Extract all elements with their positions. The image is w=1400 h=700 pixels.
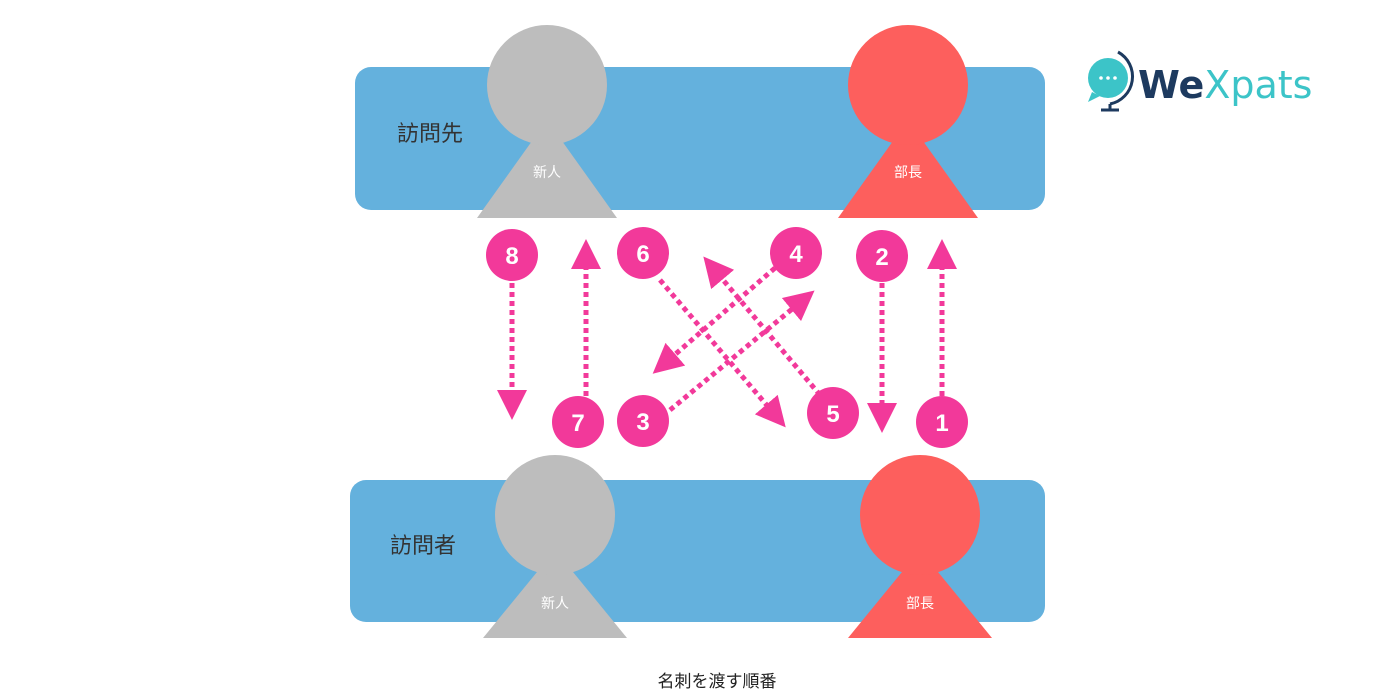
visitor-label: 訪問者 [390,534,456,559]
step-badge-4: 4 [770,227,822,279]
step-badge-5: 5 [807,387,859,439]
arrow-step-3 [668,290,815,412]
visitor-newcomer-figure: 新人 [483,455,627,638]
step-badge-8: 8 [486,229,538,281]
visitor-newcomer-label: 新人 [541,596,569,612]
svg-text:6: 6 [636,241,649,268]
step-badge-6: 6 [617,227,669,279]
host-manager-figure: 部長 [838,25,978,218]
visitor-manager-label: 部長 [906,596,934,612]
host-label: 訪問先 [397,122,463,147]
svg-text:WeXpats: WeXpats [1138,63,1312,107]
host-newcomer-figure: 新人 [477,25,617,218]
step-badge-7: 7 [552,396,604,448]
arrow-step-5 [703,256,822,397]
arrow-step-4 [652,266,777,374]
host-newcomer-label: 新人 [533,165,561,181]
wexpats-logo: WeXpats [1088,50,1312,112]
visitor-manager-figure: 部長 [848,455,992,638]
arrow-step-6 [658,278,786,428]
globe-chat-icon [1088,50,1135,112]
svg-text:4: 4 [789,241,803,268]
host-manager-label: 部長 [894,165,922,181]
svg-text:2: 2 [875,244,888,271]
step-badge-3: 3 [617,395,669,447]
svg-text:1: 1 [935,410,948,437]
svg-text:5: 5 [826,401,839,428]
step-badge-2: 2 [856,230,908,282]
svg-text:3: 3 [636,409,649,436]
diagram-caption: 名刺を渡す順番 [658,672,777,692]
svg-text:8: 8 [505,243,518,270]
step-badge-1: 1 [916,396,968,448]
svg-text:7: 7 [571,410,584,437]
